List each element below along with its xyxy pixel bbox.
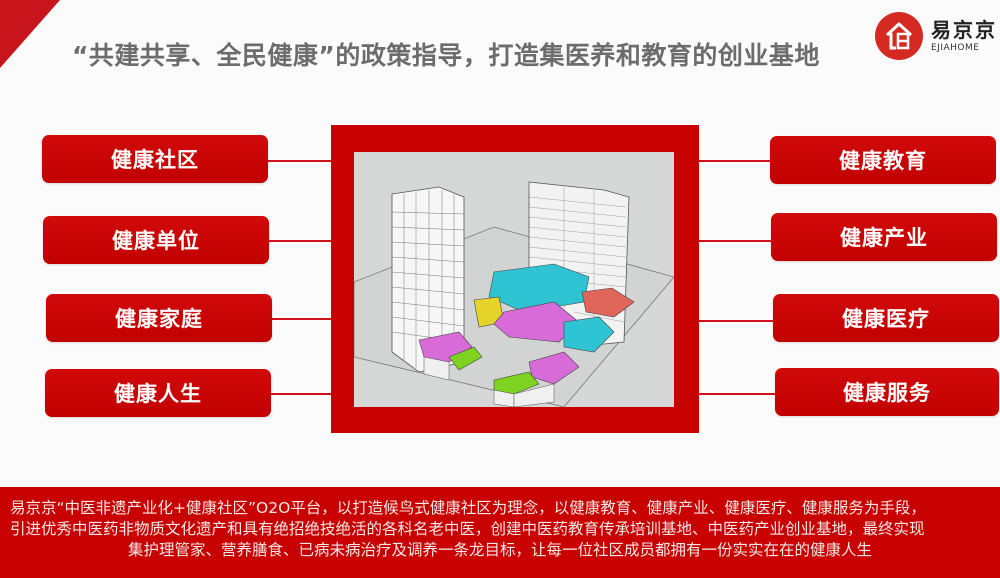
pill-health-education: 健康教育 — [770, 136, 996, 184]
pill-health-industry: 健康产业 — [771, 213, 997, 261]
connector-line — [698, 393, 776, 395]
brand-logo: 易京京 EJIAHOME — [875, 8, 997, 64]
connector-line — [271, 393, 332, 395]
footer-line-2: 引进优秀中医药非物质文化遗产和具有绝招绝技绝活的各科名老中医，创建中医药教育传承… — [10, 520, 925, 538]
page-title: “共建共享、全民健康”的政策指导，打造集医养和教育的创业基地 — [72, 41, 820, 70]
pill-health-unit: 健康单位 — [43, 216, 269, 264]
connector-line — [698, 320, 774, 322]
pill-health-community: 健康社区 — [42, 135, 268, 183]
connector-line — [268, 160, 332, 162]
corner-decoration — [0, 0, 60, 68]
center-image-frame — [331, 125, 699, 433]
pill-health-life: 健康人生 — [45, 369, 271, 417]
footer-line-1: 易京京“中医非遗产业化+健康社区”O2O平台，以打造候鸟式健康社区为理念，以健康… — [10, 499, 926, 517]
building-model-image — [354, 152, 674, 407]
pill-health-service: 健康服务 — [775, 368, 999, 416]
connector-line — [272, 318, 332, 320]
house-logo-icon — [875, 12, 923, 60]
connector-line — [698, 160, 771, 162]
logo-name-en: EJIAHOME — [931, 43, 980, 53]
logo-name-cn: 易京京 — [931, 18, 997, 42]
footer-line-3: 集护理管家、营养膳食、已病未病治疗及调养一条龙目标，让每一位社区成员都拥有一份实… — [127, 541, 872, 559]
pill-health-medical: 健康医疗 — [773, 294, 999, 342]
connector-line — [269, 240, 332, 242]
footer-banner: 易京京“中医非遗产业化+健康社区”O2O平台，以打造候鸟式健康社区为理念，以健康… — [0, 487, 1000, 578]
connector-line — [698, 240, 772, 242]
pill-health-family: 健康家庭 — [46, 294, 272, 342]
